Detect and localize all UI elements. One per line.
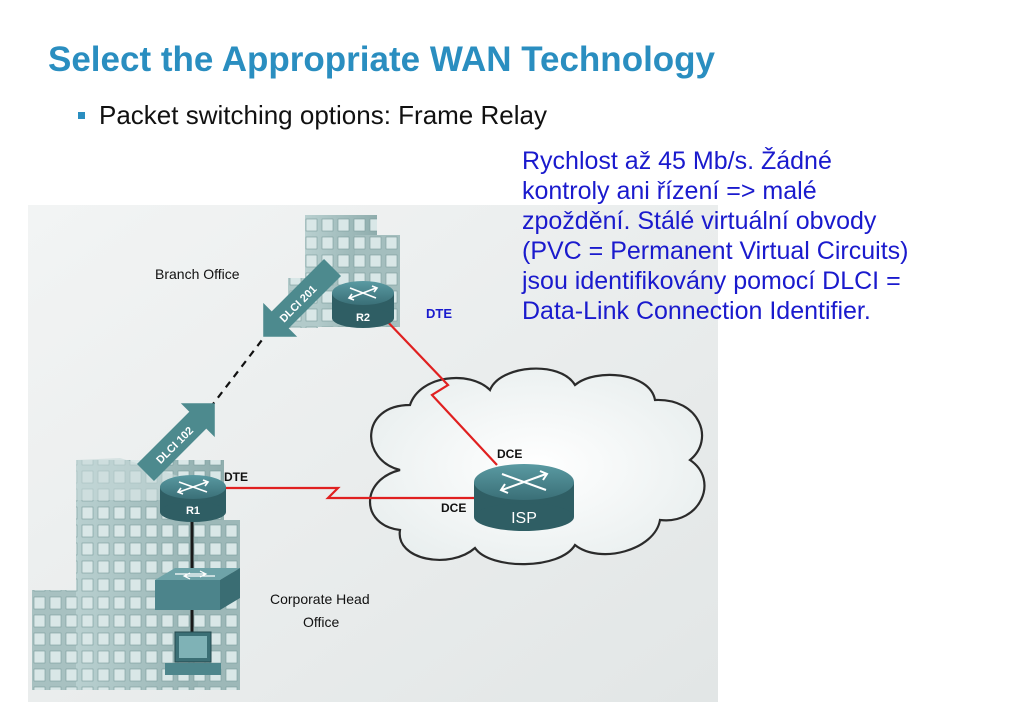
note-line: jsou identifikovány pomocí DLCI =	[522, 267, 901, 295]
note-line: Data-Link Connection Identifier.	[522, 297, 871, 325]
router-r2-icon: R2	[332, 281, 394, 328]
bullet-item: Packet switching options: Frame Relay	[78, 100, 547, 131]
bullet-square-icon	[78, 112, 85, 119]
note-line: (PVC = Permanent Virtual Circuits)	[522, 237, 909, 265]
description-note: Rychlost až 45 Mb/s. Žádné kontroly ani …	[522, 146, 1017, 326]
pc-icon	[165, 631, 221, 675]
router-isp-icon: ISP	[474, 464, 574, 531]
dte-r1-label: DTE	[224, 470, 248, 484]
dce-left-label: DCE	[441, 501, 466, 515]
bullet-text: Packet switching options: Frame Relay	[99, 100, 547, 130]
switch-icon	[155, 568, 240, 610]
router-isp-label: ISP	[511, 510, 537, 527]
router-r2-label: R2	[356, 312, 370, 324]
wan-link-r1-isp	[222, 486, 482, 500]
hq-label-line1: Corporate Head	[270, 591, 370, 607]
hq-label-line2: Office	[303, 614, 340, 630]
router-r1-label: R1	[186, 505, 200, 517]
note-line: Rychlost až 45 Mb/s. Žádné	[522, 147, 832, 175]
note-line: zpoždění. Stálé virtuální obvody	[522, 207, 877, 235]
dte-r2-label: DTE	[426, 306, 452, 321]
wan-link-r2-isp	[383, 317, 498, 466]
dce-top-label: DCE	[497, 447, 522, 461]
note-line: kontroly ani řízení => malé	[522, 177, 817, 205]
slide-title: Select the Appropriate WAN Technology	[48, 40, 716, 79]
router-r1-icon: R1	[160, 475, 226, 522]
virtual-circuit-line	[209, 339, 263, 409]
branch-office-label: Branch Office	[155, 266, 240, 282]
